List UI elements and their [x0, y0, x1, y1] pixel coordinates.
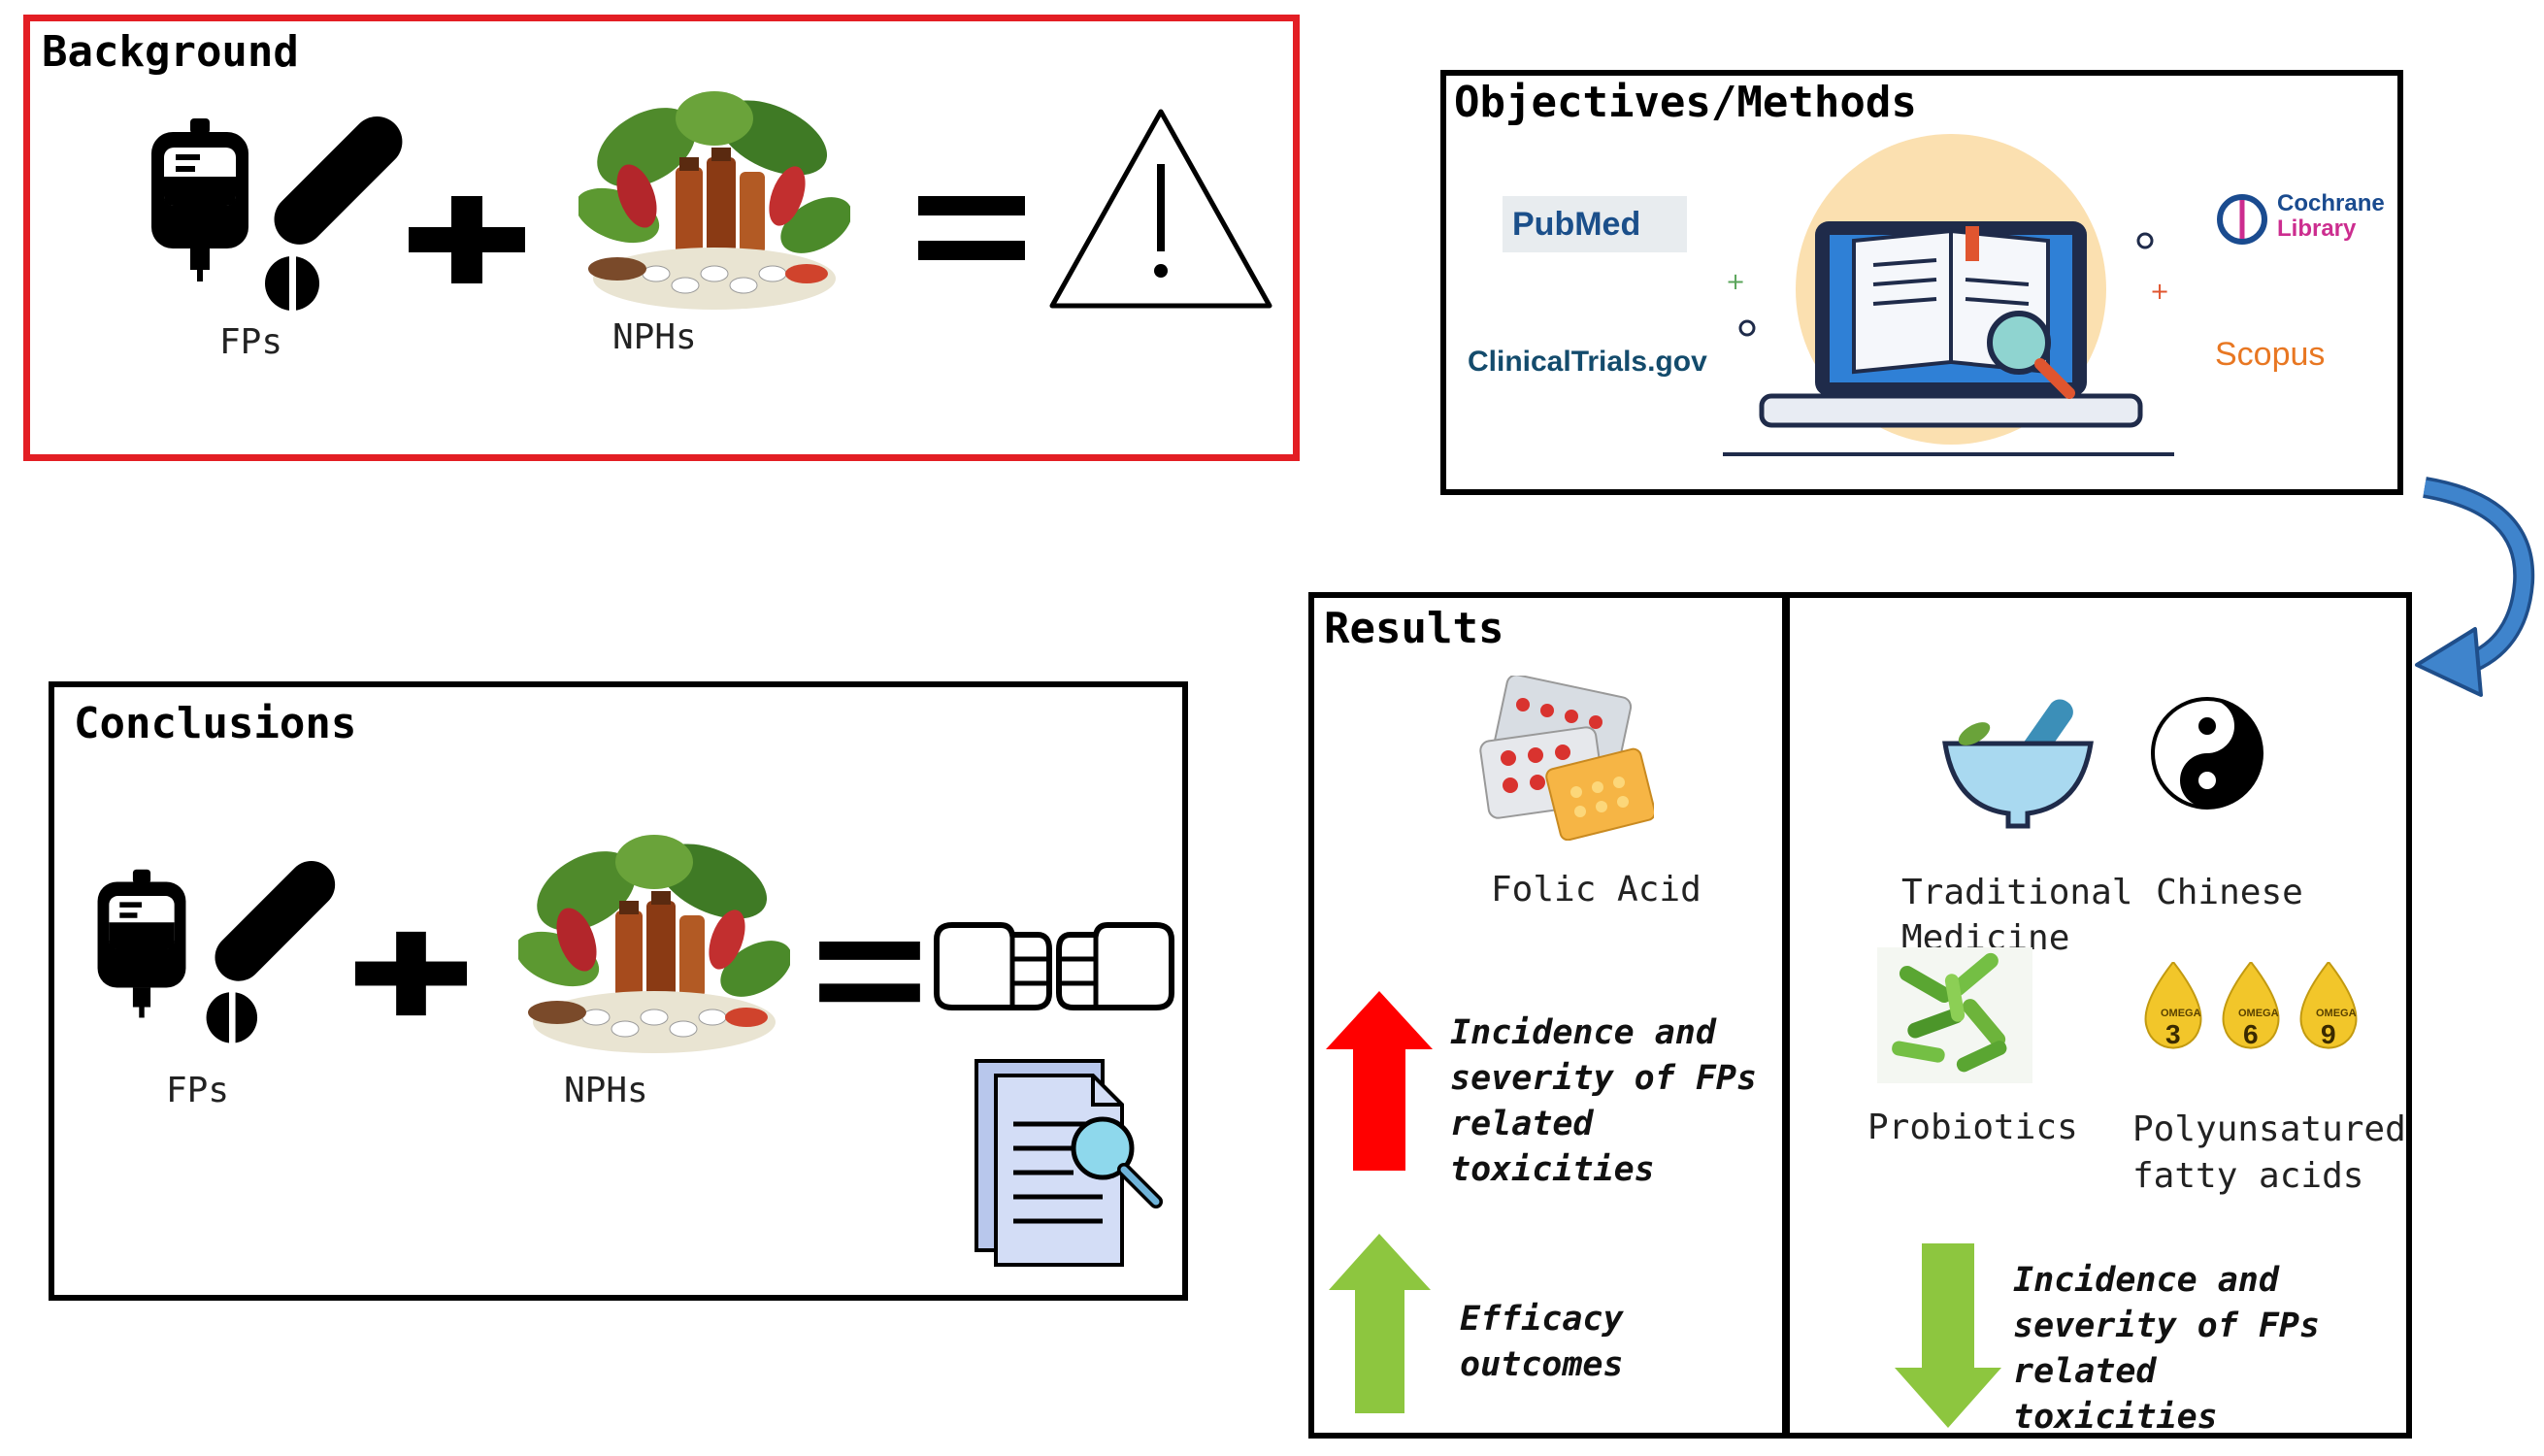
folic-acid-label: Folic Acid: [1491, 870, 1702, 910]
document-search-icon: [975, 1059, 1163, 1267]
omega-word-3: OMEGA: [2316, 1008, 2357, 1019]
plus-icon: [355, 931, 467, 1016]
background-title: Background: [42, 27, 299, 77]
svg-text:+: +: [1726, 268, 1745, 295]
efficacy-text: Efficacy outcomes: [1460, 1300, 1624, 1384]
yin-yang-icon: [2151, 697, 2263, 810]
pubmed-logo: PubMed: [1503, 196, 1687, 252]
conclusions-nphs-label: NPHs: [564, 1071, 648, 1110]
capsule-pill-icon: [206, 861, 336, 1045]
scopus-logo: Scopus: [2215, 336, 2326, 373]
pufa-label: Polyunsatured fatty acids: [2132, 1109, 2406, 1196]
mortar-pestle-icon: [1942, 699, 2094, 829]
cochrane-text-1: Cochrane: [2277, 190, 2385, 216]
equals-icon: [918, 196, 1025, 260]
omega-drops-icon: [2144, 962, 2358, 1049]
green-up-arrow-icon: [1329, 1234, 1431, 1413]
probiotics-label: Probiotics: [1867, 1108, 2078, 1147]
iv-bag-icon: [151, 118, 248, 281]
iv-bag-icon: [97, 869, 186, 1018]
conclusions-title: Conclusions: [74, 699, 357, 748]
results-title: Results: [1324, 604, 1504, 653]
background-panel: Background FPs: [23, 15, 1300, 461]
results-panel: Results Folic Acid Incidence and severit…: [1308, 592, 2412, 1439]
background-fps-label: FPs: [219, 322, 283, 362]
herbs-supplements-icon: [518, 835, 790, 1053]
clinicaltrials-logo: ClinicalTrials.gov: [1468, 346, 1707, 378]
objectives-title: Objectives/Methods: [1454, 78, 1917, 127]
tcm-label: Traditional Chinese Medicine: [1901, 873, 2303, 958]
probiotics-icon: [1877, 947, 2032, 1083]
herbs-supplements-icon: [578, 91, 850, 310]
warning-icon: [1049, 109, 1272, 309]
omega-6-label: 6: [2243, 1019, 2259, 1049]
pubmed-text: PubMed: [1512, 206, 1641, 243]
fist-bump-icon: [934, 922, 1174, 1010]
cochrane-logo-icon: [2217, 194, 2267, 245]
laptop-research-icon: + +: [1723, 134, 2174, 456]
omega-word-1: OMEGA: [2161, 1008, 2201, 1019]
capsule-pill-icon: [265, 116, 403, 313]
curved-arrow-icon: [2415, 477, 2535, 697]
omega-3-label: 3: [2165, 1019, 2181, 1049]
omega-word-2: OMEGA: [2238, 1008, 2279, 1019]
background-nphs-label: NPHs: [612, 317, 697, 357]
omega-9-label: 9: [2321, 1019, 2336, 1049]
plus-icon: [409, 196, 525, 283]
equals-icon: [819, 942, 920, 1003]
red-up-arrow-icon: [1326, 991, 1433, 1171]
conclusions-panel: Conclusions FPs: [49, 681, 1188, 1301]
cochrane-text-2: Library: [2277, 215, 2357, 242]
folic-acid-pills-icon: [1479, 676, 1654, 841]
decrease-toxicity-text: Incidence and severity of FPs related to…: [2013, 1261, 2321, 1437]
increase-toxicity-text: Incidence and severity of FPs related to…: [1450, 1013, 1758, 1189]
results-divider: [1782, 598, 1790, 1433]
conclusions-fps-label: FPs: [166, 1071, 230, 1110]
svg-text:+: +: [2150, 278, 2169, 305]
objectives-panel: Objectives/Methods PubMed ClinicalTrials…: [1440, 70, 2403, 495]
green-down-arrow-icon: [1895, 1243, 2001, 1428]
